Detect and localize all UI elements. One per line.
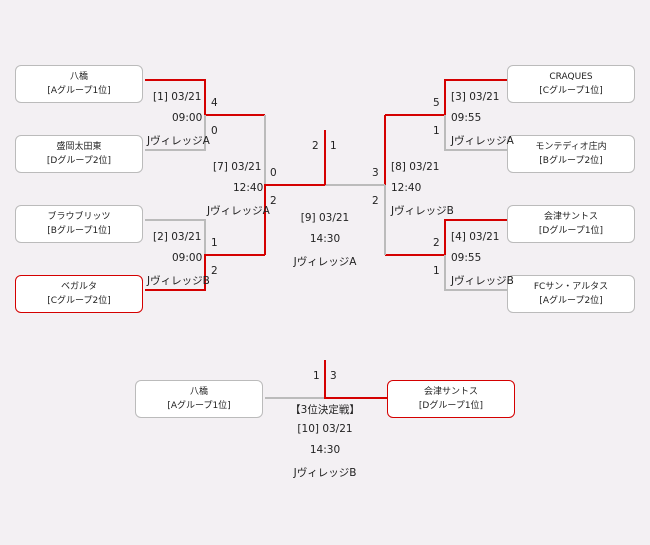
- team-name: 会津サントス: [423, 387, 478, 397]
- third-title: 【3位決定戦】: [290, 404, 360, 416]
- match-2-time: 09:00: [172, 252, 203, 264]
- line-r1-winner: [385, 79, 507, 116]
- match-3-score-top: 5: [433, 97, 440, 109]
- team-group: [Cグループ2位]: [47, 296, 111, 306]
- team-group: [Cグループ1位]: [539, 86, 603, 96]
- team-group: [Bグループ2位]: [539, 156, 603, 166]
- match-1-score-bottom: 0: [211, 125, 218, 137]
- match-8-score-top: 3: [372, 167, 379, 179]
- match-1-id-date: [1] 03/21: [153, 91, 202, 103]
- team-group: [Aグループ2位]: [539, 296, 603, 306]
- team-group: [Dグループ2位]: [46, 156, 112, 166]
- match-4-score-top: 2: [433, 237, 440, 249]
- third-time: 14:30: [309, 444, 341, 456]
- match-4-score-bottom: 1: [433, 265, 440, 277]
- match-3-time: 09:55: [451, 112, 482, 124]
- third-score-left: 1: [313, 370, 320, 382]
- team-name: 会津サントス: [543, 212, 598, 222]
- team-name: ベガルタ: [60, 282, 97, 292]
- team-l3[interactable]: ブラウブリッツ [Bグループ1位]: [15, 205, 143, 243]
- line-m7-bottom-winner: [264, 184, 325, 255]
- team-group: [Dグループ1位]: [418, 401, 484, 411]
- third-venue: JヴィレッジB: [293, 467, 357, 479]
- line-l1-winner: [145, 79, 265, 116]
- match-2-venue: JヴィレッジB: [147, 275, 210, 287]
- final-id-date: [9] 03/21: [300, 212, 350, 224]
- match-8-id-date: [8] 03/21: [391, 161, 440, 173]
- team-r4[interactable]: FCサン・アルタス [Aグループ2位]: [507, 275, 635, 313]
- match-7-score-top: 0: [270, 167, 277, 179]
- match-7-score-bottom: 2: [270, 195, 277, 207]
- match-2-score-top: 1: [211, 237, 218, 249]
- team-group: [Aグループ1位]: [167, 401, 231, 411]
- match-2-id-date: [2] 03/21: [153, 231, 202, 243]
- team-name: CRAQUES: [549, 72, 593, 82]
- match-3-id-date: [3] 03/21: [451, 91, 500, 103]
- match-4-time: 09:55: [451, 252, 482, 264]
- match-4-venue: JヴィレッジB: [451, 275, 514, 287]
- team-r3[interactable]: 会津サントス [Dグループ1位]: [507, 205, 635, 243]
- team-l2[interactable]: 盛岡太田東 [Dグループ2位]: [15, 135, 143, 173]
- team-group: [Dグループ1位]: [538, 226, 604, 236]
- final-score-left: 2: [312, 140, 319, 152]
- team-l4[interactable]: ベガルタ [Cグループ2位]: [15, 275, 143, 313]
- match-1-score-top: 4: [211, 97, 218, 109]
- team-name: 盛岡太田東: [56, 142, 102, 152]
- match-1-venue: JヴィレッジA: [147, 135, 210, 147]
- line-l2-loser: [145, 115, 206, 151]
- team-name: 八橋: [189, 387, 208, 397]
- match-8-venue: JヴィレッジB: [391, 205, 454, 217]
- match-8-score-bottom: 2: [372, 195, 379, 207]
- line-r4-loser: [444, 255, 507, 291]
- team-third-right[interactable]: 会津サントス [Dグループ1位]: [387, 380, 515, 418]
- team-group: [Bグループ1位]: [47, 226, 111, 236]
- match-7-time: 12:40: [233, 182, 264, 194]
- third-id-date: [10] 03/21: [297, 423, 353, 435]
- team-name: 八橋: [69, 72, 88, 82]
- team-group: [Aグループ1位]: [47, 86, 111, 96]
- third-score-right: 3: [330, 370, 337, 382]
- match-1-time: 09:00: [172, 112, 203, 124]
- team-name: モンテディオ庄内: [535, 142, 607, 152]
- line-r3-winner: [385, 219, 507, 256]
- line-l3-loser: [145, 219, 206, 255]
- team-r2[interactable]: モンテディオ庄内 [Bグループ2位]: [507, 135, 635, 173]
- match-7-venue: JヴィレッジA: [207, 205, 270, 217]
- final-venue: JヴィレッジA: [293, 256, 357, 268]
- final-time: 14:30: [309, 233, 341, 245]
- line-r2-loser: [444, 115, 507, 151]
- team-name: FCサン・アルタス: [533, 282, 609, 292]
- line-t2-winner: [324, 360, 387, 399]
- match-3-venue: JヴィレッジA: [451, 135, 514, 147]
- team-l1[interactable]: 八橋 [Aグループ1位]: [15, 65, 143, 103]
- team-name: ブラウブリッツ: [47, 212, 111, 222]
- line-l4-winner: [145, 254, 265, 291]
- match-8-time: 12:40: [391, 182, 422, 194]
- final-score-right: 1: [330, 140, 337, 152]
- match-2-score-bottom: 2: [211, 265, 218, 277]
- match-3-score-bottom: 1: [433, 125, 440, 137]
- team-r1[interactable]: CRAQUES [Cグループ1位]: [507, 65, 635, 103]
- match-4-id-date: [4] 03/21: [451, 231, 500, 243]
- match-7-id-date: [7] 03/21: [213, 161, 262, 173]
- team-third-left[interactable]: 八橋 [Aグループ1位]: [135, 380, 263, 418]
